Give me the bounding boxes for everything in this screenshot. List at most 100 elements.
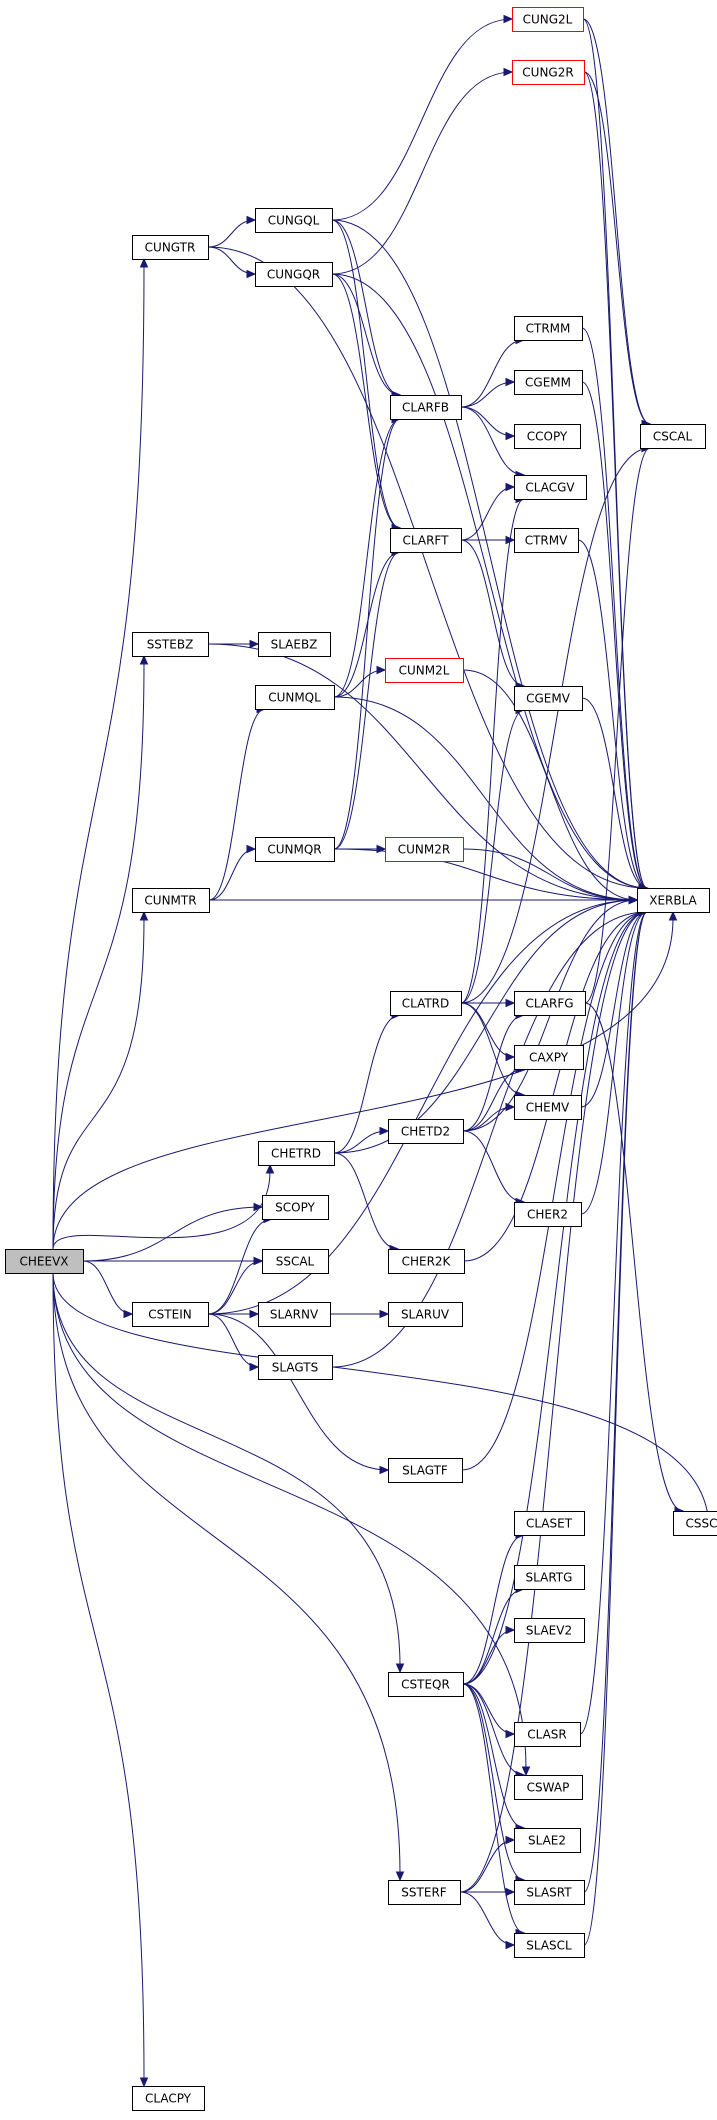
node-slarnv[interactable]: SLARNV <box>258 1302 331 1327</box>
node-label: SSTERF <box>401 1886 446 1900</box>
node-ssterf[interactable]: SSTERF <box>388 1880 461 1905</box>
edge-cunm2l-to-xerbla <box>462 669 638 901</box>
node-clasr[interactable]: CLASR <box>514 1722 581 1747</box>
arrowhead-clasr <box>505 1729 516 1739</box>
edge-chetd2-to-clarfg <box>462 1014 525 1132</box>
node-cunmql[interactable]: CUNMQL <box>255 685 335 710</box>
node-box <box>514 1722 581 1747</box>
node-chemv[interactable]: CHEMV <box>514 1095 582 1120</box>
node-cgemm[interactable]: CGEMM <box>514 370 583 395</box>
node-label: CHETRD <box>271 1147 321 1161</box>
node-clacgv[interactable]: CLACGV <box>514 475 587 500</box>
arrowhead-slaebz <box>249 639 260 649</box>
edge-csteqr-to-slascl <box>462 1683 525 1934</box>
edge-cungqr-to-xerbla <box>331 273 648 889</box>
node-cswap[interactable]: CSWAP <box>514 1775 583 1800</box>
node-slae2[interactable]: SLAE2 <box>514 1828 581 1853</box>
node-clacpy[interactable]: CLACPY <box>132 2086 205 2111</box>
node-cunmqr[interactable]: CUNMQR <box>255 837 335 862</box>
node-label: CSTEQR <box>401 1678 450 1692</box>
node-cunmtr[interactable]: CUNMTR <box>132 888 210 913</box>
node-sstebz[interactable]: SSTEBZ <box>132 632 209 657</box>
node-label: CUNGTR <box>145 241 196 255</box>
edge-clatrd-to-clacgv <box>460 498 525 1004</box>
node-cung2r[interactable]: CUNG2R <box>512 60 585 85</box>
node-label: CAXPY <box>529 1051 569 1065</box>
node-box <box>132 1302 209 1327</box>
node-ctrmm[interactable]: CTRMM <box>514 316 583 341</box>
node-clatrd[interactable]: CLATRD <box>390 991 462 1016</box>
node-cung2l[interactable]: CUNG2L <box>512 7 584 32</box>
node-box <box>514 686 583 711</box>
node-csteqr[interactable]: CSTEQR <box>388 1672 464 1697</box>
node-cunm2l[interactable]: CUNM2L <box>385 658 464 683</box>
arrowhead-clacgv <box>505 482 516 492</box>
node-label: CHEMV <box>526 1101 570 1115</box>
node-cunm2r[interactable]: CUNM2R <box>385 837 464 862</box>
edge-cstein-to-slagtf <box>207 1313 389 1471</box>
node-slaruv[interactable]: SLARUV <box>388 1302 463 1327</box>
node-clarfg[interactable]: CLARFG <box>514 991 586 1016</box>
edge-cungql-to-cung2l <box>331 18 513 221</box>
node-ccopy[interactable]: CCOPY <box>514 424 581 449</box>
edge-cungqr-to-clarfb <box>331 273 401 396</box>
node-claset[interactable]: CLASET <box>514 1511 585 1536</box>
node-cheevx[interactable]: CHEEVX <box>5 1249 84 1274</box>
node-slartg[interactable]: SLARTG <box>514 1565 585 1590</box>
node-caxpy[interactable]: CAXPY <box>514 1045 584 1070</box>
node-ctrmv[interactable]: CTRMV <box>514 528 579 553</box>
node-label: CUNMTR <box>144 894 196 908</box>
edge-csteqr-to-cswap <box>462 1683 525 1776</box>
node-slagts[interactable]: SLAGTS <box>258 1355 333 1380</box>
node-box <box>262 1249 329 1274</box>
edge-cheevx-to-scopy <box>82 1206 263 1262</box>
edge-csteqr-to-slartg <box>462 1588 525 1685</box>
node-cungtr[interactable]: CUNGTR <box>132 235 209 260</box>
edge-clarfb-to-clacgv <box>460 406 525 476</box>
node-cher2[interactable]: CHER2 <box>514 1202 582 1227</box>
edge-cunmql-to-clarft <box>333 551 401 698</box>
arrowhead-ssterf <box>395 1871 405 1882</box>
arrowhead-slarnv <box>249 1309 260 1319</box>
arrowhead-cswap <box>521 1766 531 1777</box>
arrowhead-cung2r <box>503 67 514 77</box>
node-box <box>514 316 583 341</box>
node-slaev2[interactable]: SLAEV2 <box>514 1618 585 1643</box>
node-label: SLAGTS <box>272 1361 318 1375</box>
edge-ctrmm-to-xerbla <box>581 327 648 889</box>
node-scopy[interactable]: SCOPY <box>262 1195 329 1220</box>
edge-csteqr-to-slaev2 <box>462 1629 515 1685</box>
node-csscal[interactable]: CSSCAL <box>673 1511 717 1536</box>
node-slascl[interactable]: SLASCL <box>514 1933 585 1958</box>
node-cgemv[interactable]: CGEMV <box>514 686 583 711</box>
edge-clatrd-to-chemv <box>460 1002 525 1096</box>
node-cungqr[interactable]: CUNGQR <box>255 262 333 287</box>
node-box <box>255 837 335 862</box>
node-cstein[interactable]: CSTEIN <box>132 1302 209 1327</box>
node-slagtf[interactable]: SLAGTF <box>388 1458 463 1483</box>
arrowhead-slae2 <box>505 1835 516 1845</box>
node-label: CGEMM <box>525 376 571 390</box>
node-sscal[interactable]: SSCAL <box>262 1249 329 1274</box>
edge-cheevx-to-sstebz <box>52 661 145 1250</box>
edge-cung2l-to-cscal <box>582 18 651 425</box>
node-xerbla[interactable]: XERBLA <box>637 888 710 913</box>
node-chetd2[interactable]: CHETD2 <box>388 1119 464 1144</box>
node-slasrt[interactable]: SLASRT <box>514 1880 585 1905</box>
node-label: SSCAL <box>276 1255 315 1269</box>
edge-cunmql-to-cunm2l <box>333 669 386 698</box>
node-clarfb[interactable]: CLARFB <box>390 395 462 420</box>
node-label: CUNM2L <box>399 664 450 678</box>
node-clarft[interactable]: CLARFT <box>390 528 462 553</box>
node-box <box>388 1302 463 1327</box>
edge-cheevx-to-cswap <box>52 1272 527 1770</box>
edge-clarft-to-cgemv <box>460 539 525 687</box>
node-cungql[interactable]: CUNGQL <box>255 208 333 233</box>
node-box <box>512 7 584 32</box>
arrowhead-chemv <box>505 1102 516 1112</box>
node-cher2k[interactable]: CHER2K <box>388 1249 465 1274</box>
node-slaebz[interactable]: SLAEBZ <box>258 632 331 657</box>
node-cscal[interactable]: CSCAL <box>640 424 706 449</box>
edge-cheevx-to-cstein <box>82 1260 133 1315</box>
node-chetrd[interactable]: CHETRD <box>258 1141 335 1166</box>
